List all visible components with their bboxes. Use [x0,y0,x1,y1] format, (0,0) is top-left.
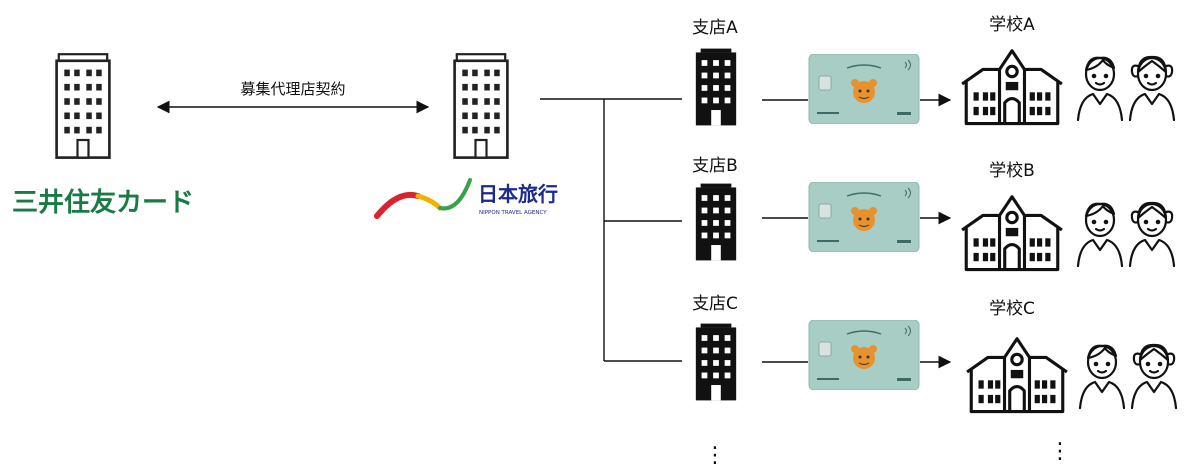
continuation-dots-school: ⋮ [1049,439,1071,464]
school-label: 学校C [989,299,1035,319]
school-building-icon [965,337,1069,414]
branch-row-c: 支店C 学校C [692,294,1178,414]
agreement-label: 募集代理店契約 [240,80,345,98]
student-boy-icon [1076,202,1124,268]
student-girl-icon [1130,343,1178,410]
branch-label: 支店A [692,18,738,38]
school-label: 学校A [989,15,1035,35]
travel-agency-logo: 日本旅行 NIPPON TRAVEL AGENCY [374,178,558,219]
logo-green-stroke [438,178,472,211]
branch-row-b: 支店B 学校B [692,156,1176,272]
student-card-icon [808,182,920,252]
student-card-icon [808,54,920,124]
logo-yellow-stroke [415,193,443,211]
student-boy-icon [1078,344,1126,410]
office-building-icon [452,52,510,160]
school-building-icon [960,195,1064,272]
student-boy-icon [1076,56,1124,122]
agency-logo-name: 日本旅行 [478,182,558,206]
school-building-icon [960,49,1064,126]
office-building-icon [54,52,112,160]
branch-row-a: 支店A 学校A [692,15,1176,126]
branch-label: 支店C [692,294,738,314]
card-company-logo: 三井住友カード [12,187,194,218]
student-girl-icon [1128,201,1176,268]
branch-label: 支店B [692,156,738,176]
student-girl-icon [1128,55,1176,122]
branch-building-icon [695,323,737,401]
agency-logo-sub: NIPPON TRAVEL AGENCY [479,210,547,216]
student-card-icon [808,320,920,390]
branch-building-icon [695,183,737,261]
school-label: 学校B [989,161,1035,181]
continuation-dots-branch: ⋮ [704,443,726,468]
branch-connector [540,98,682,362]
logo-red-stroke [374,192,421,219]
branch-building-icon [695,48,737,126]
